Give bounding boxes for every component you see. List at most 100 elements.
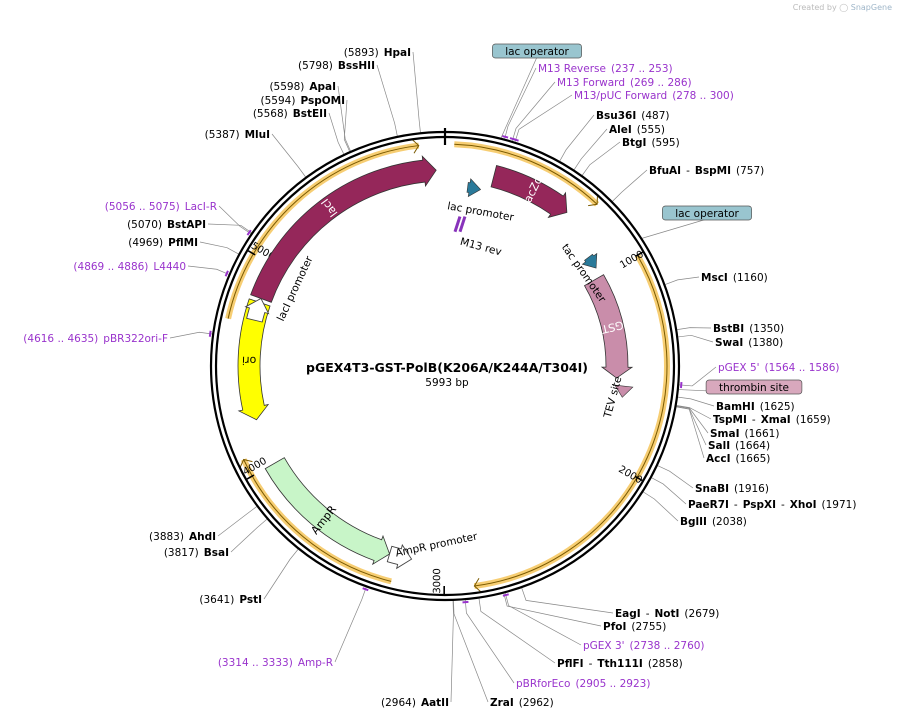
leader-line [521, 587, 614, 614]
enzyme-name: SalI [708, 440, 730, 452]
orf-arc-line [454, 143, 598, 205]
leader-line [573, 128, 608, 170]
boxed-label: thrombin site [719, 382, 789, 394]
site-position: (1664) [735, 440, 770, 452]
feature-arrow-4 [264, 457, 391, 566]
site-label: (3817)BsaI [164, 547, 229, 559]
boxed-label: lac operator [675, 208, 739, 220]
enzyme-name: BamHI [716, 401, 755, 413]
orf-arrowhead [473, 578, 482, 593]
site-position: (2679) [684, 608, 719, 620]
site-position: (2755) [631, 621, 666, 633]
site-position: (487) [641, 110, 669, 122]
feature-label: ori [242, 354, 257, 367]
site-position: (1160) [733, 272, 768, 284]
site-position: (1564 .. 1586) [765, 362, 840, 374]
boxed-label-bg [492, 43, 582, 59]
leader-line [503, 593, 602, 627]
site-label: (4969)PflMI [128, 237, 198, 249]
site-position: (1350) [749, 323, 784, 335]
site-label: SwaI(1380) [715, 337, 783, 349]
boxed-label-bg [662, 205, 752, 221]
site-label: BstBI(1350) [713, 323, 784, 335]
enzyme-name: pBRforEco [516, 678, 570, 690]
enzyme-name: PfoI [603, 621, 626, 633]
m13rev-marker [458, 216, 467, 233]
leader-line [665, 276, 700, 285]
feature-arrow-0 [250, 155, 437, 303]
tick-mark [246, 474, 255, 480]
enzyme-name: SmaI [710, 428, 740, 440]
site-label: (5056 .. 5075)LacI-R [105, 201, 217, 213]
enzyme-name: NotI [654, 608, 679, 620]
enzyme-name: AatII [421, 697, 449, 709]
feature-label: GST [600, 318, 625, 336]
site-position: (5070) [127, 219, 162, 231]
site-label: M13 Reverse(237 .. 253) [538, 63, 673, 75]
site-position: (5568) [253, 108, 288, 120]
leader-line [677, 396, 715, 407]
primer-marker [208, 330, 212, 337]
site-label: (5594)PspOMI [261, 95, 345, 107]
site-label: Bsu36I(487) [596, 110, 669, 122]
enzyme-name: XhoI [790, 499, 817, 511]
enzyme-name: AleI [609, 124, 632, 136]
tick-mark [247, 250, 256, 256]
small-feature-1 [581, 252, 598, 269]
site-position: (3641) [199, 594, 234, 606]
enzyme-name: BglII [680, 516, 707, 528]
leader-line [376, 64, 398, 136]
site-label: pBRforEco (2905 .. 2923) [516, 678, 650, 690]
box-leader [642, 218, 708, 239]
site-label: M13/pUC Forward(278 .. 300) [574, 90, 734, 102]
site-label: M13 Forward(269 .. 286) [557, 77, 692, 89]
site-position: (4969) [128, 237, 163, 249]
enzyme-name: PspOMI [300, 95, 345, 107]
leader-line [612, 169, 648, 202]
primer-marker [502, 593, 509, 597]
leader-line [169, 331, 213, 339]
small-feature-2 [614, 384, 634, 398]
site-label: ZraI(2962) [490, 697, 554, 709]
leader-line [504, 67, 537, 139]
leader-line [478, 598, 556, 664]
leader-line [511, 81, 556, 141]
site-label: SalI (1664) [708, 440, 770, 452]
site-position: (2858) [648, 658, 683, 670]
site-position: (5056 .. 5075) [105, 201, 180, 213]
enzyme-name: pGEX 5' [718, 362, 760, 374]
leader-line [643, 491, 679, 522]
enzyme-name: MluI [245, 129, 270, 141]
orf-arc-line [227, 145, 419, 319]
site-position: (3314 .. 3333) [218, 657, 293, 669]
inner-label: AmpR promoter [394, 530, 479, 559]
site-position: (1665) [735, 453, 770, 465]
feature-arrow-2 [583, 274, 634, 379]
leader-line [676, 406, 705, 459]
enzyme-name: ApaI [309, 81, 336, 93]
leader-line [464, 600, 515, 684]
orf-arc [473, 253, 670, 590]
site-position: (1661) [745, 428, 780, 440]
inner-label: M13 rev [459, 236, 503, 259]
site-label: (5893)HpaI [344, 47, 411, 59]
inner-label: tac promoter [559, 242, 608, 305]
primer-marker [512, 137, 519, 142]
snapgene-logo-icon: ◯ [839, 3, 849, 12]
enzyme-name: EagI [615, 608, 641, 620]
leader-line [678, 334, 714, 343]
site-label: BamHI (1625) [716, 401, 795, 413]
leader-line [271, 133, 306, 178]
tick-mark [634, 475, 643, 482]
site-position: (2962) [519, 697, 554, 709]
enzyme-name: MscI [701, 272, 728, 284]
enzyme-name: AhdI [189, 531, 216, 543]
leader-line [559, 114, 595, 162]
site-position: (2038) [712, 516, 747, 528]
enzyme-name: PspXI [743, 499, 776, 511]
leader-line [676, 405, 709, 434]
site-position: (2905 .. 2923) [575, 678, 650, 690]
site-position: (1625) [760, 401, 795, 413]
watermark-brand: SnapGene [850, 3, 892, 12]
